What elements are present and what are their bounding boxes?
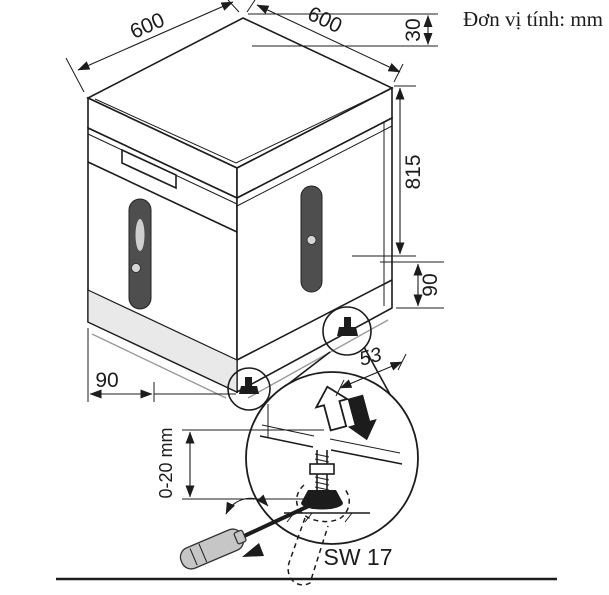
side-foot-base <box>337 327 358 336</box>
detail-circle-outline <box>245 371 419 545</box>
dim-top-width-label: 600 <box>127 8 168 43</box>
floor-shadow-front <box>91 333 227 399</box>
front-handle-knob <box>131 263 141 273</box>
front-handle-bar <box>128 198 152 310</box>
detail-circle <box>245 371 419 545</box>
control-display <box>121 148 177 190</box>
dim-body-height: 815 <box>352 85 425 257</box>
adjuster-nut <box>309 463 335 475</box>
screwdriver-handle <box>179 528 247 570</box>
side-foot-circle <box>322 306 372 356</box>
control-panel-line <box>87 161 238 233</box>
wrench-outline <box>287 484 350 586</box>
cabinet-bottom-inner-right <box>329 438 401 454</box>
wrench-size-label: SW 17 <box>323 544 392 570</box>
dim-base-height-front-label: 90 <box>95 369 118 392</box>
direction-arrow-icon <box>242 543 264 557</box>
dim-top-depth-label: 600 <box>304 2 345 38</box>
front-handle-slot <box>135 219 145 251</box>
dim-base-height-side-label: 90 <box>419 273 442 296</box>
side-door-handle <box>300 185 323 293</box>
side-handle-knob <box>306 235 317 245</box>
dim-foot-inset-label: 53 <box>357 344 384 371</box>
unit-note: Đơn vị tính: mm <box>463 7 603 31</box>
lower-arrow-icon <box>347 394 377 441</box>
screwdriver <box>179 502 314 570</box>
cabinet-bottom-left <box>259 435 314 448</box>
front-foot-circle <box>227 367 271 411</box>
foot-highlight-side <box>322 306 372 356</box>
screwdriver-shaft <box>241 502 314 539</box>
cabinet-body <box>87 116 393 399</box>
cabinet-bottom-right <box>330 449 403 465</box>
dim-body-height-label: 815 <box>402 154 425 189</box>
front-foot-base <box>239 386 259 394</box>
dim-worktop-thickness-label: 30 <box>402 18 425 41</box>
dim-base-height-front: 90 <box>87 328 236 402</box>
raise-arrow-icon <box>314 385 350 432</box>
floor-shadow-side <box>247 319 389 399</box>
wrench-head <box>295 484 350 523</box>
front-door-handle <box>128 198 152 310</box>
dim-foot-adjust-range: 0-20 mm <box>156 427 324 500</box>
side-foot-stem <box>344 317 351 327</box>
dim-base-height-side: 90 <box>380 261 444 309</box>
kick-plate <box>87 289 238 393</box>
dim-adjust-range-label: 0-20 mm <box>156 427 176 498</box>
side-base-line <box>236 279 393 361</box>
front-foot-stem <box>245 377 252 386</box>
dim-worktop-thickness: 30 <box>248 13 438 47</box>
foot-highlight-front <box>227 367 271 411</box>
wrench-handle <box>287 517 329 586</box>
side-top-seam <box>236 125 393 207</box>
worktop-rim-line <box>94 89 389 164</box>
leveling-screw <box>309 450 335 491</box>
